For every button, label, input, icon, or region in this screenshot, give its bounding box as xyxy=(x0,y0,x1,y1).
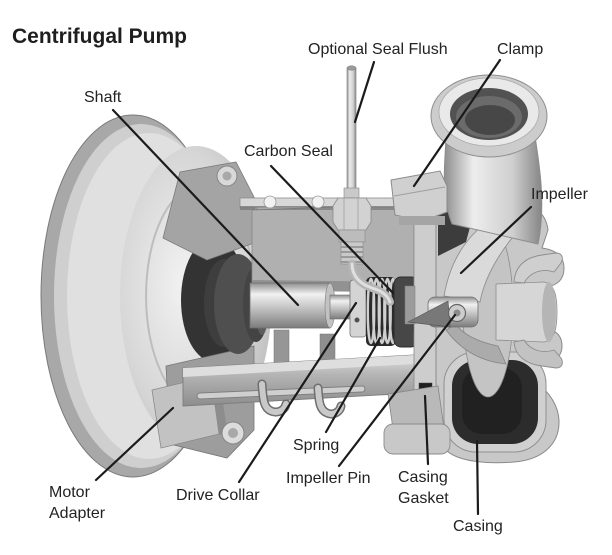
label-shaft: Shaft xyxy=(84,89,122,106)
leader-impeller-pin xyxy=(337,313,457,468)
leader-casing xyxy=(475,439,480,516)
compression-nut xyxy=(332,197,372,231)
rail-pin xyxy=(311,195,325,209)
leader-lines xyxy=(94,58,533,516)
rail-pin xyxy=(263,195,277,209)
label-spring: Spring xyxy=(293,437,340,454)
label-carbon-seal: Carbon Seal xyxy=(244,143,333,160)
diagram-title: Centrifugal Pump xyxy=(12,25,188,48)
clamp-part xyxy=(390,170,448,225)
label-casing: Casing xyxy=(453,518,503,535)
label-optional-seal-flush: Optional Seal Flush xyxy=(308,41,448,58)
leader-shaft xyxy=(111,108,300,307)
leader-casing-gasket xyxy=(423,394,430,466)
impeller-part xyxy=(406,211,563,398)
label-motor-adapter: Motor Adapter xyxy=(49,484,106,522)
label-drive-collar: Drive Collar xyxy=(176,487,260,504)
leader-clamp xyxy=(412,58,502,188)
label-clamp: Clamp xyxy=(497,41,544,58)
impeller-shroud-top xyxy=(513,252,563,284)
label-casing-gasket: Casing Gasket xyxy=(398,469,449,507)
leader-drive-collar xyxy=(237,301,358,484)
leader-impeller xyxy=(459,205,533,275)
leader-spring xyxy=(324,336,382,434)
impeller-vane-lower xyxy=(445,323,507,365)
label-impeller-pin: Impeller Pin xyxy=(286,470,371,487)
label-impeller: Impeller xyxy=(531,186,588,203)
seal-flush-tube xyxy=(332,65,394,306)
shaft-part xyxy=(249,282,331,329)
leader-motor-adapter xyxy=(94,406,175,482)
leader-carbon-seal xyxy=(269,164,395,295)
impeller-shroud-bottom xyxy=(513,339,563,369)
inlet-elbow xyxy=(430,74,548,245)
casing-foot xyxy=(383,385,451,455)
leader-optional-seal-flush xyxy=(353,60,376,124)
